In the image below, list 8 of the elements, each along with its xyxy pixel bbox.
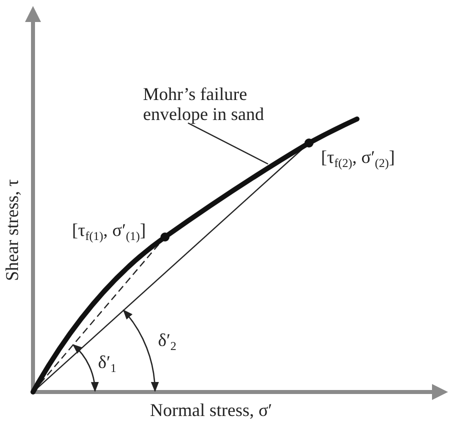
leader-line xyxy=(188,122,268,165)
axis-title: Normal stress, σ′ xyxy=(150,400,272,420)
axis-title: Shear stress, τ xyxy=(2,179,22,281)
point-label: [τ$_{f(1)}$, σ′$_{(1)}$] xyxy=(72,220,146,240)
curve-label: Mohr’s failure envelope in sand xyxy=(143,84,313,124)
angle-label: δ′$_{2}$ xyxy=(158,330,176,350)
point-label: [τ$_{f(2)}$, σ′$_{(2)}$] xyxy=(321,147,395,167)
angle-label: δ′$_{1}$ xyxy=(98,352,116,372)
